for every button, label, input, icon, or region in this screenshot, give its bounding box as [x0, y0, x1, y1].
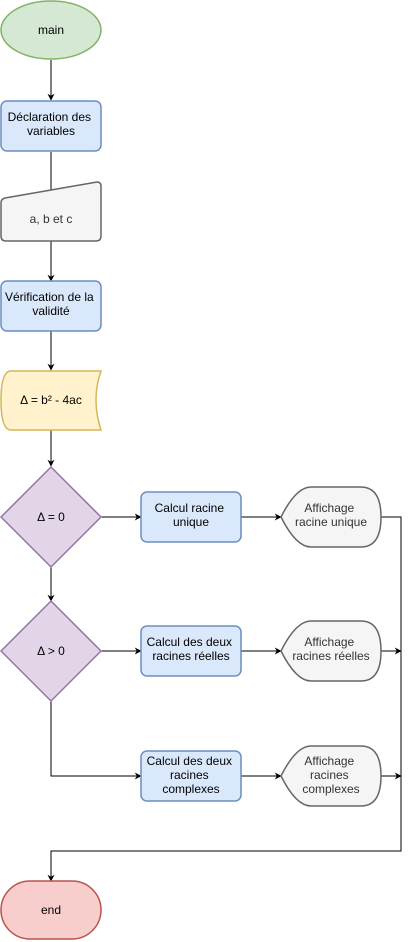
- calc-unique-shape: [140, 491, 242, 543]
- display-complex-label: Affichage racines complexes: [302, 754, 359, 796]
- verification-node: Vérification de la validité: [0, 280, 102, 332]
- edges: [47, 60, 402, 882]
- delta-calc-node: Δ = b² - 4ac: [0, 370, 103, 431]
- calc-unique-label-line-2: unique: [173, 515, 209, 529]
- declaration-label: Déclaration des variables: [8, 110, 95, 138]
- display-real-label-line-1: Affichage: [304, 635, 354, 649]
- calc-complex-label-line-3: complexes: [162, 782, 219, 796]
- calc-real-label-line-1: Calcul des deux: [147, 635, 232, 649]
- display-unique-label-line-2: racine unique: [295, 515, 367, 529]
- calc-unique-node: Calcul racine unique: [140, 491, 242, 543]
- verification-label: Vérification de la validité: [5, 290, 97, 318]
- calc-unique-label-line-1: Calcul racine: [155, 501, 225, 515]
- display-real-label-line-2: racines réelles: [292, 649, 369, 663]
- edge-positive-to-calc-complex: [50, 701, 142, 780]
- display-unique-shape: [280, 486, 382, 548]
- input-node: a, b et c: [0, 181, 102, 242]
- edge-display-unique-to-end: [47, 516, 402, 882]
- calc-real-label-line-2: racines réelles: [152, 649, 229, 663]
- decision-zero-node: Δ = 0: [0, 465, 103, 569]
- declaration-label-line-2: variables: [27, 124, 75, 138]
- display-complex-label-line-2: racines: [310, 768, 349, 782]
- display-complex-node: Affichage racines complexes: [280, 745, 382, 807]
- end-shape: [0, 880, 102, 940]
- decision-positive-label: Δ > 0: [37, 644, 65, 658]
- display-unique-label-line-1: Affichage: [304, 501, 354, 515]
- display-real-node: Affichage racines réelles: [280, 620, 382, 682]
- verification-shape: [0, 280, 102, 332]
- display-real-label: Affichage racines réelles: [292, 635, 369, 663]
- display-complex-shape: [280, 745, 382, 807]
- input-shape: [0, 181, 102, 242]
- verification-label-line-2: validité: [32, 304, 70, 318]
- delta-calc-shape: [0, 370, 103, 431]
- decision-positive-node: Δ > 0: [0, 599, 103, 703]
- calc-complex-node: Calcul des deux racines complexes: [140, 750, 242, 802]
- input-label: a, b et c: [30, 212, 73, 226]
- verification-label-line-1: Vérification de la: [5, 290, 94, 304]
- decision-zero-label: Δ = 0: [37, 510, 65, 524]
- calc-complex-label-line-1: Calcul des deux: [147, 754, 232, 768]
- calc-complex-label: Calcul des deux racines complexes: [147, 754, 236, 796]
- declaration-label-line-1: Déclaration des: [8, 110, 91, 124]
- display-unique-label: Affichage racine unique: [295, 501, 367, 529]
- display-complex-label-line-1: Affichage: [304, 754, 354, 768]
- main-shape: [0, 0, 102, 60]
- decision-positive-shape: [0, 599, 103, 703]
- end-label: end: [41, 903, 61, 917]
- calc-unique-label: Calcul racine unique: [155, 501, 228, 529]
- calc-complex-label-line-2: racines: [170, 768, 209, 782]
- decision-zero-shape: [0, 465, 103, 569]
- declaration-node: Déclaration des variables: [0, 100, 102, 152]
- calc-real-node: Calcul des deux racines réelles: [140, 625, 242, 677]
- calc-real-shape: [140, 625, 242, 677]
- end-node: end: [0, 880, 102, 940]
- display-unique-node: Affichage racine unique: [280, 486, 382, 548]
- main-node: main: [0, 0, 102, 60]
- display-real-shape: [280, 620, 382, 682]
- main-label: main: [38, 23, 64, 37]
- calc-complex-shape: [140, 750, 242, 802]
- calc-real-label: Calcul des deux racines réelles: [147, 635, 236, 663]
- declaration-shape: [0, 100, 102, 152]
- delta-calc-label: Δ = b² - 4ac: [20, 393, 82, 407]
- display-complex-label-line-3: complexes: [302, 782, 359, 796]
